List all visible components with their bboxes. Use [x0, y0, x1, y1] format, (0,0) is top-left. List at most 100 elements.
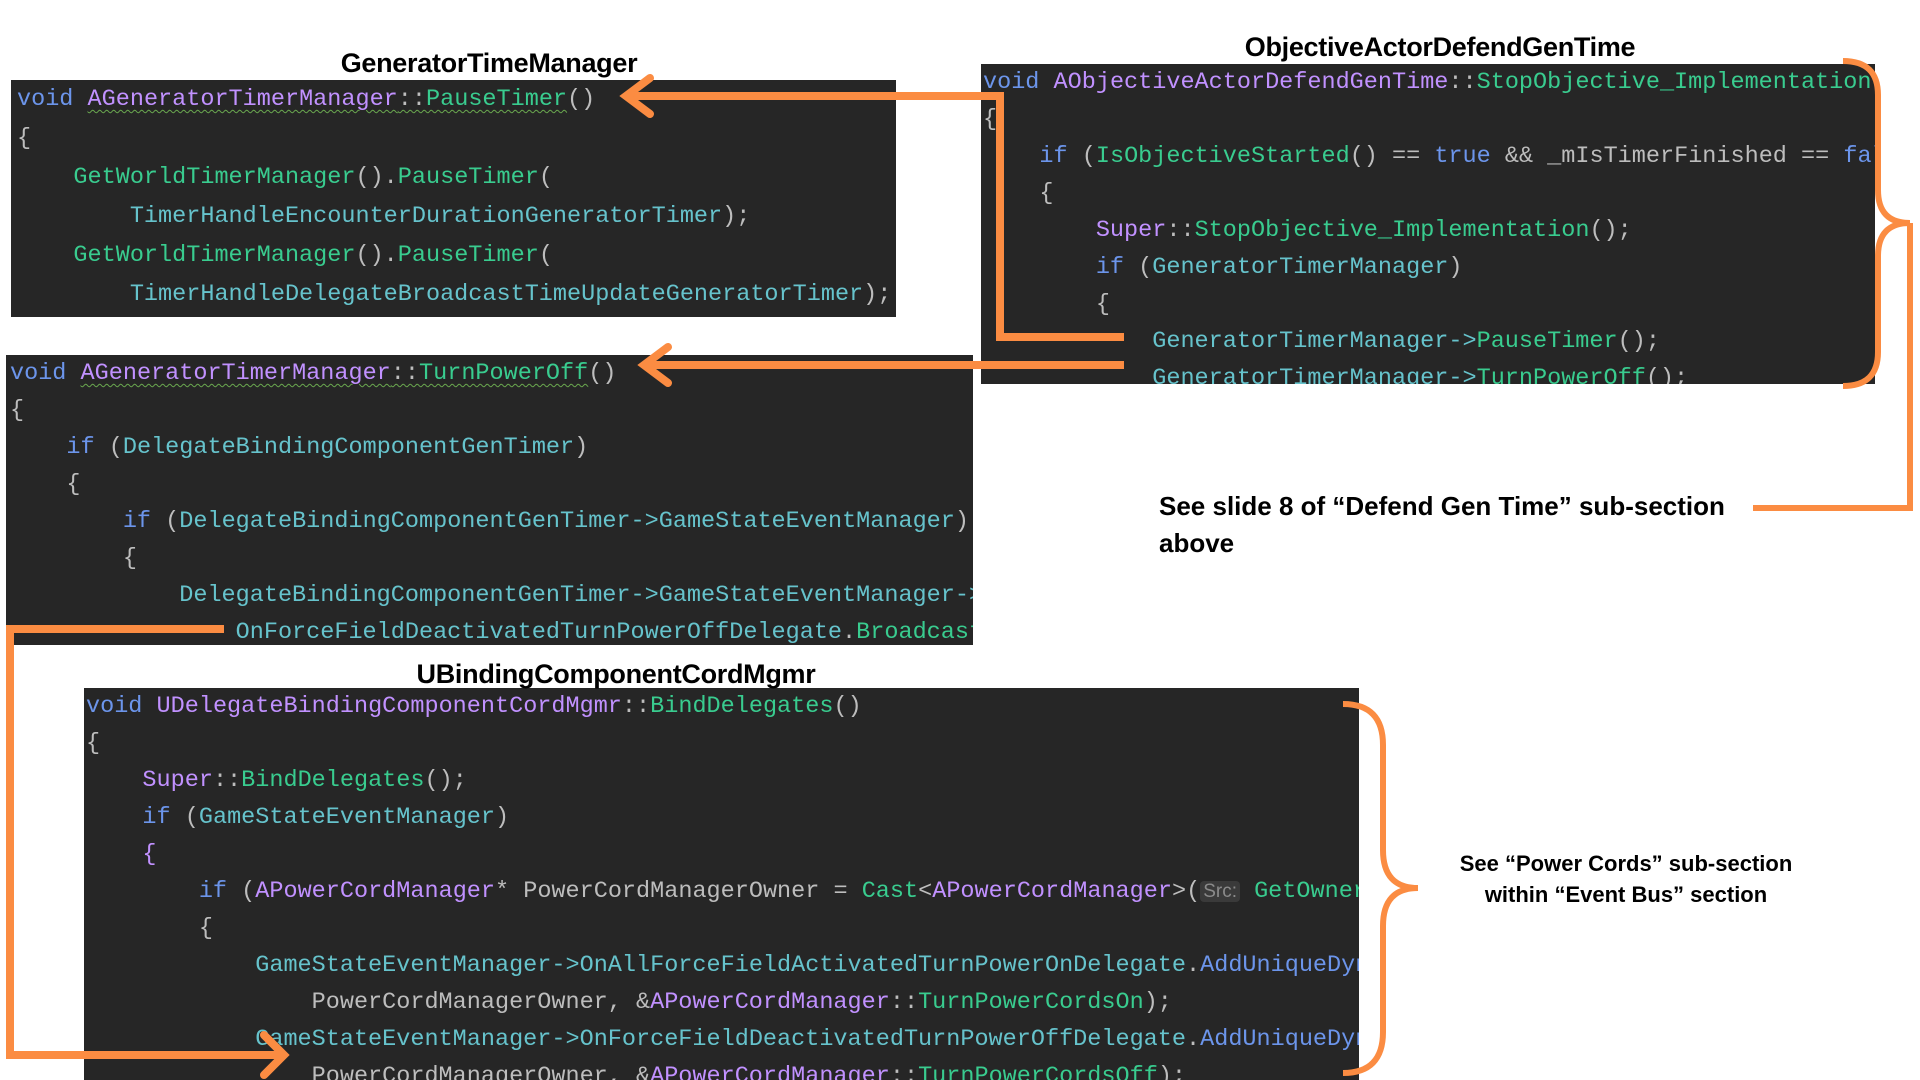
code-line: if (APowerCordManager* PowerCordManagerO…	[86, 873, 1359, 910]
code-line: if (IsObjectiveStarted() == true && _mIs…	[983, 138, 1875, 175]
code-token: ::	[889, 1063, 919, 1080]
code-token: void	[17, 86, 74, 113]
code-line: PowerCordManagerOwner, &APowerCordManage…	[86, 1058, 1359, 1080]
code-token: AGeneratorTimerManager	[80, 360, 391, 387]
code-token	[10, 508, 123, 535]
code-token: TurnPowerOff	[419, 360, 589, 387]
code-token: {	[142, 841, 157, 868]
code-token: ().	[355, 242, 398, 269]
code-token: ()	[588, 360, 617, 387]
code-line: {	[86, 836, 1359, 873]
code-token: {	[983, 291, 1110, 318]
code-token: if	[1095, 254, 1125, 281]
code-token	[983, 143, 1039, 170]
code-token: );	[863, 281, 892, 308]
code-panel-stop-objective: void AObjectiveActorDefendGenTime::StopO…	[981, 64, 1875, 384]
code-token: if	[66, 434, 95, 461]
code-token	[86, 767, 142, 794]
code-line: {	[86, 725, 1359, 762]
code-line: GameStateEventManager->OnAllForceFieldAc…	[86, 947, 1359, 984]
code-token: void	[10, 360, 67, 387]
parameter-hint: Src:	[1200, 881, 1240, 902]
title-objective-actor: ObjectiveActorDefendGenTime	[1244, 32, 1636, 62]
code-token	[983, 328, 1152, 355]
note-slide-8-line2: above	[1159, 528, 1235, 558]
code-token: ::	[621, 693, 651, 720]
code-line: {	[983, 286, 1875, 323]
code-token: ::	[212, 767, 242, 794]
code-token: <	[918, 878, 933, 905]
code-token: true	[1434, 143, 1491, 170]
code-token: TurnPowerOff	[1476, 365, 1646, 384]
code-line: void AGeneratorTimerManager::PauseTimer(…	[17, 80, 896, 119]
code-token: APowerCordManager	[650, 989, 890, 1016]
code-token: StopObjective_Implementation	[1194, 217, 1590, 244]
code-token	[983, 217, 1096, 244]
code-panel-pause-timer: void AGeneratorTimerManager::PauseTimer(…	[11, 80, 896, 317]
note-slide-8-line1: See slide 8 of “Defend Gen Time” sub-sec…	[1159, 491, 1725, 521]
code-line: if (GeneratorTimerManager)	[983, 249, 1875, 286]
code-line: {	[983, 175, 1875, 212]
code-token	[983, 254, 1096, 281]
code-token: if	[1039, 143, 1068, 170]
code-token	[17, 281, 130, 308]
code-token: Broadcast	[856, 619, 973, 645]
code-line: if (DelegateBindingComponentGenTimer)	[10, 429, 973, 466]
code-token: {	[983, 106, 998, 133]
code-token: GeneratorTimerManager->	[1152, 365, 1477, 384]
code-token: )	[495, 804, 510, 831]
code-token: &&	[1490, 143, 1548, 170]
code-line: if (DelegateBindingComponentGenTimer->Ga…	[10, 503, 973, 540]
code-line: PowerCordManagerOwner, &APowerCordManage…	[86, 984, 1359, 1021]
code-token: Cast	[861, 878, 919, 905]
code-token	[17, 242, 73, 269]
code-token: Super	[142, 767, 213, 794]
code-line: GeneratorTimerManager->TurnPowerOff();	[983, 360, 1875, 384]
code-token: if	[122, 508, 152, 535]
code-token: TurnPowerCordsOff	[918, 1063, 1158, 1080]
title-generator-time-manager: GeneratorTimeManager	[340, 48, 638, 78]
code-token: ()	[567, 86, 596, 113]
code-token: StopObjective_Implementation	[1476, 69, 1872, 96]
code-token: DelegateBindingComponentGenTimer	[122, 434, 575, 461]
code-token: PauseTimer	[397, 242, 539, 269]
code-line: {	[17, 119, 896, 158]
code-token: false	[1843, 143, 1875, 170]
code-token: )	[954, 508, 970, 535]
code-token	[1039, 69, 1053, 96]
code-token: if	[198, 878, 228, 905]
code-token	[86, 878, 199, 905]
code-token: _mIsTimerFinished	[1547, 143, 1787, 170]
code-token: * PowerCordManagerOwner =	[495, 878, 862, 905]
code-token: (	[538, 164, 553, 191]
code-token: ::	[1448, 69, 1477, 96]
code-token: GameStateEventManager->OnForceFieldDeact…	[255, 1026, 1186, 1053]
code-line: void AObjectiveActorDefendGenTime::StopO…	[983, 64, 1875, 101]
code-token: GameStateEventManager	[198, 804, 496, 831]
code-token: TurnPowerCordsOn	[918, 989, 1144, 1016]
code-token: .	[1186, 952, 1201, 979]
code-token: (	[1124, 254, 1153, 281]
code-panel-bind-delegates: void UDelegateBindingComponentCordMgmr::…	[84, 688, 1359, 1080]
code-line: TimerHandleDelegateBroadcastTimeUpdateGe…	[17, 275, 896, 314]
code-token	[86, 1026, 255, 1053]
code-token: )	[1448, 254, 1463, 281]
code-line: GameStateEventManager->OnForceFieldDeact…	[86, 1021, 1359, 1058]
code-token: AddUniqueDynamic	[1200, 1026, 1359, 1053]
code-panel-turn-power-off: void AGeneratorTimerManager::TurnPowerOf…	[6, 355, 973, 645]
code-token: ();	[1617, 328, 1660, 355]
code-line: void AGeneratorTimerManager::TurnPowerOf…	[10, 355, 973, 392]
code-line: DelegateBindingComponentGenTimer->GameSt…	[10, 577, 973, 614]
code-token: GetWorldTimerManager	[73, 242, 356, 269]
code-token: ::	[390, 360, 420, 387]
code-token: ::	[397, 86, 427, 113]
code-token: GetWorldTimerManager	[73, 164, 356, 191]
code-token: void	[86, 693, 143, 720]
code-token: {	[10, 397, 25, 424]
code-token	[17, 203, 130, 230]
title-binding-component: UBindingComponentCordMgmr	[416, 659, 816, 689]
code-line: if (GameStateEventManager)	[86, 799, 1359, 836]
code-token: {	[983, 180, 1054, 207]
code-token: AGeneratorTimerManager	[87, 86, 398, 113]
code-token: )	[574, 434, 589, 461]
